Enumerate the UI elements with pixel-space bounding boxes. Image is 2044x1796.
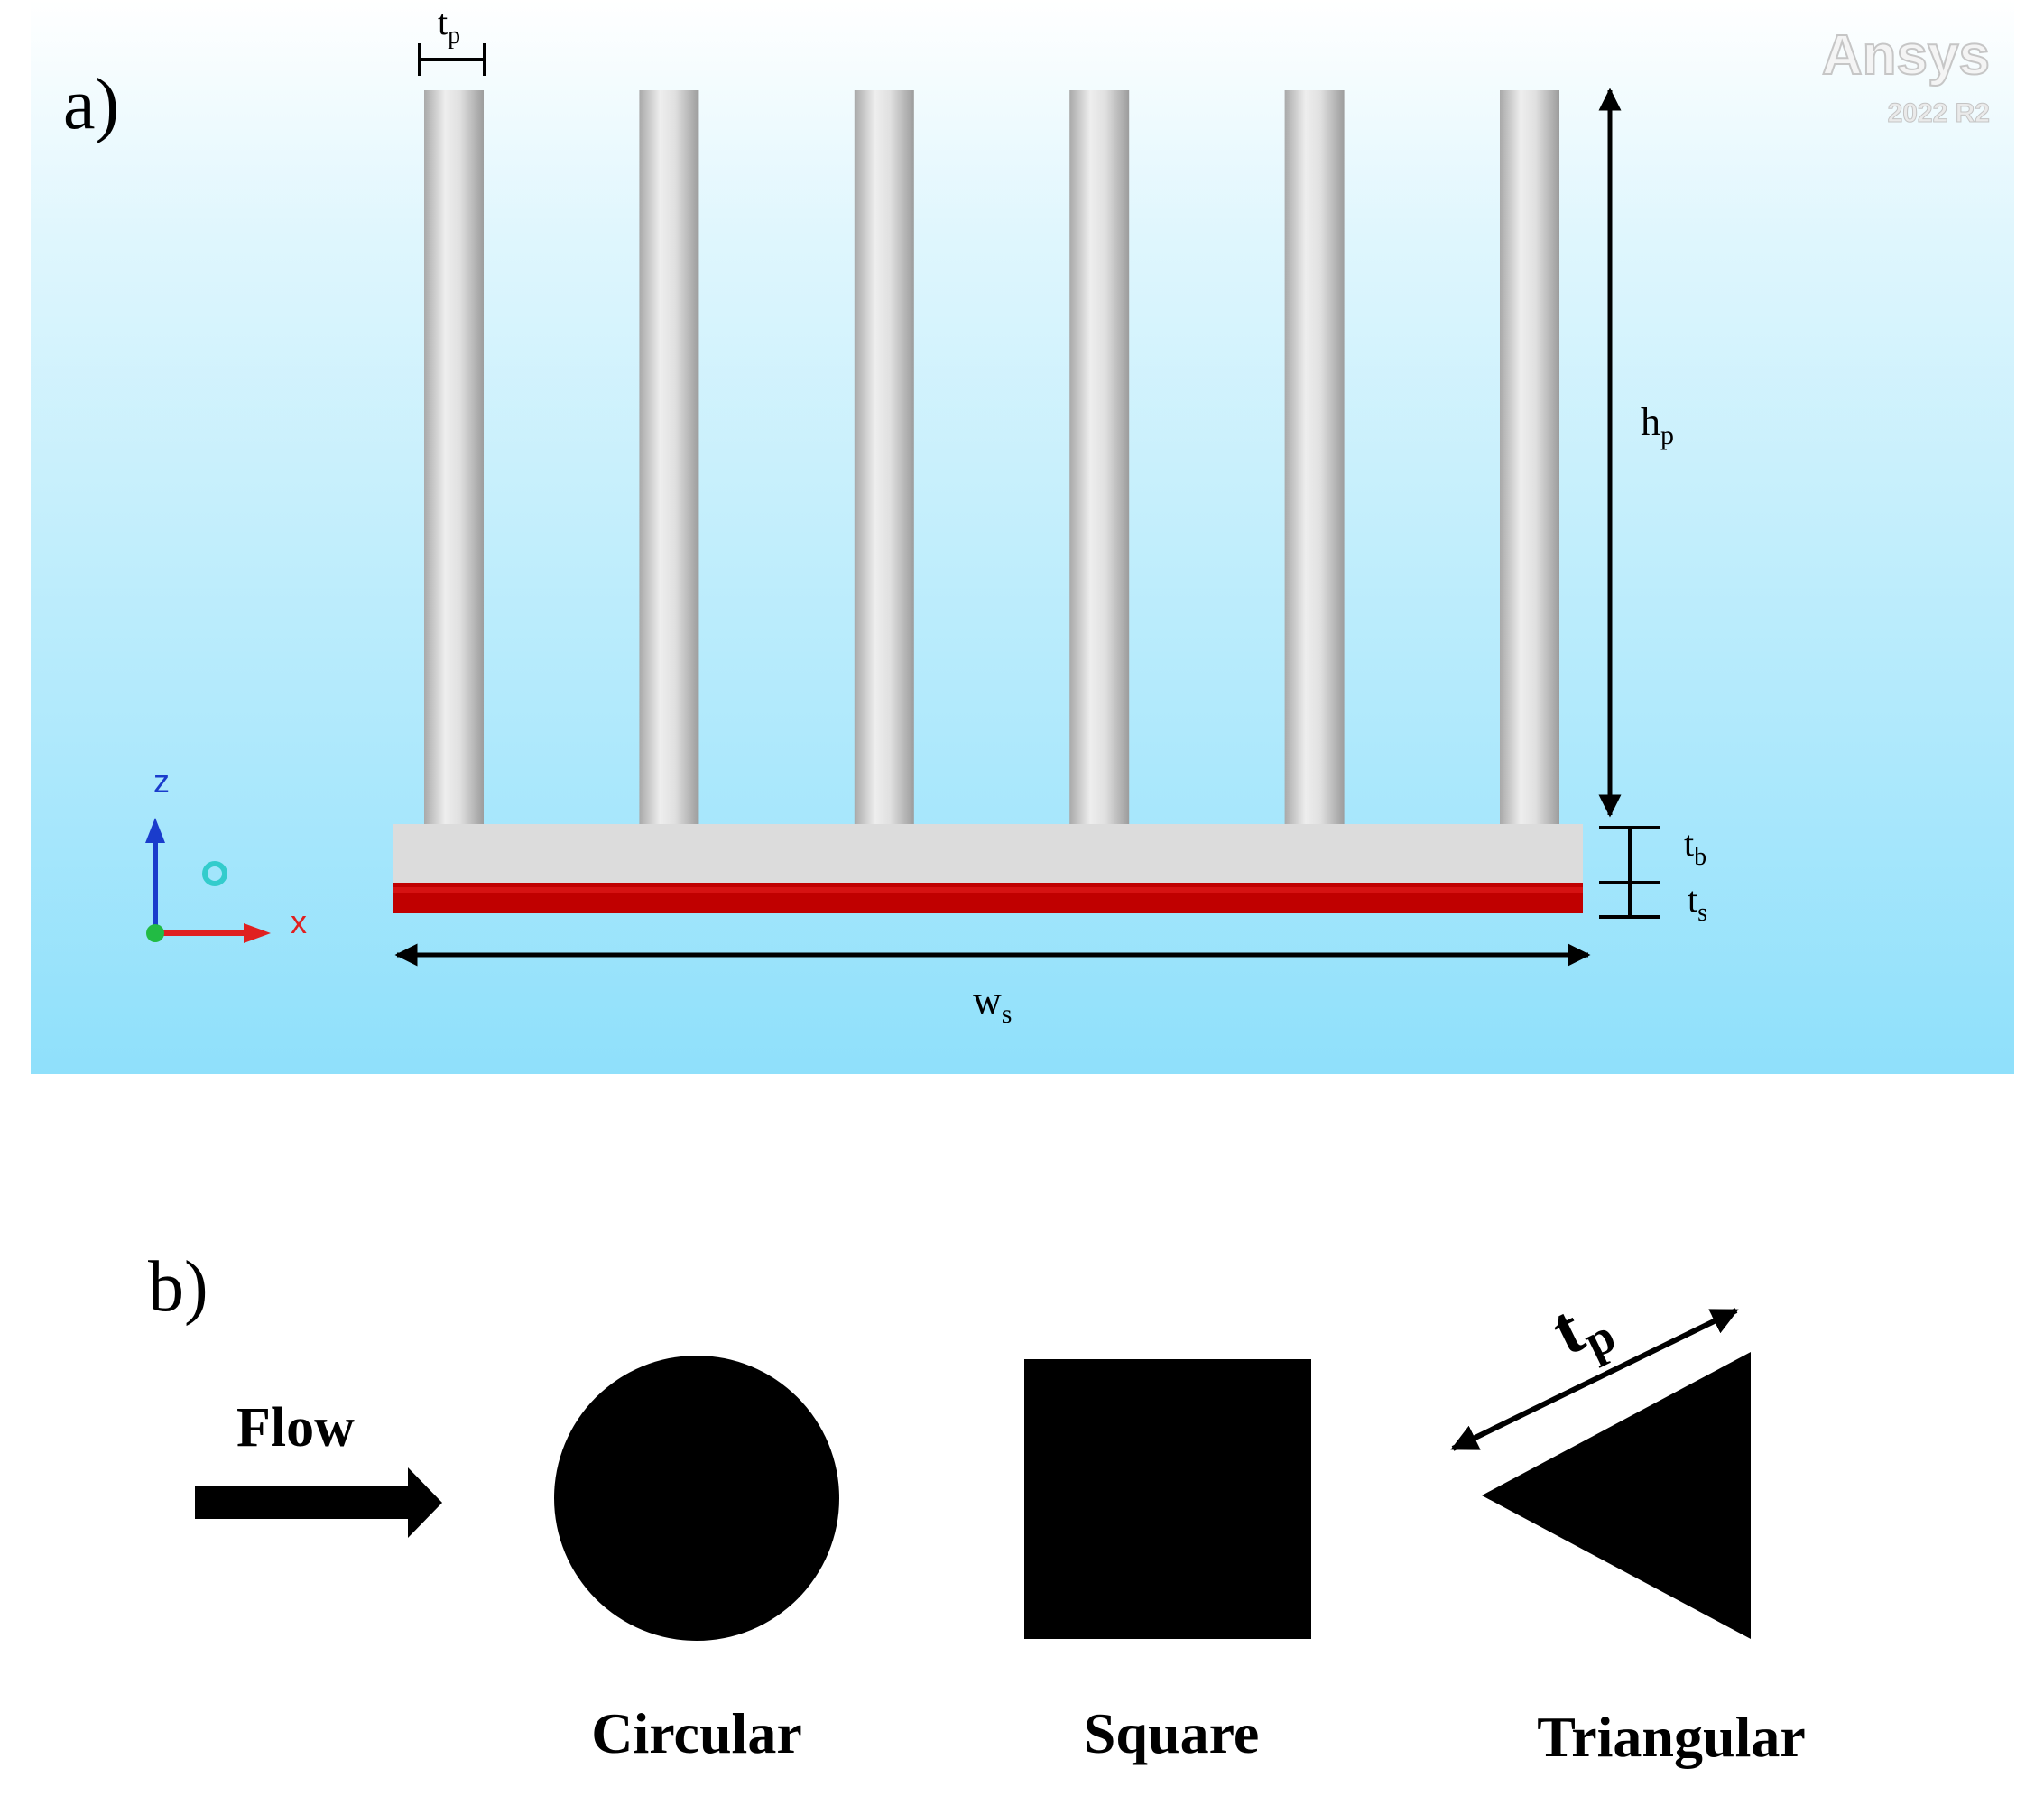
pin-fin: [1500, 90, 1559, 824]
base-plate: [393, 824, 1583, 883]
circular-pin-shape: [554, 1356, 839, 1641]
pin-fins: [424, 90, 1559, 824]
sink-width-label: ws: [973, 978, 1012, 1029]
pin-fin: [854, 90, 914, 824]
triangular-label: Triangular: [1537, 1705, 1806, 1769]
pin-thickness-label: tp: [438, 2, 460, 50]
flow-arrow: [195, 1467, 442, 1538]
origin-dot: [146, 924, 164, 942]
flow-label: Flow: [236, 1397, 355, 1458]
x-axis-arrowhead: [244, 923, 271, 943]
panel-b-label: b): [148, 1247, 208, 1327]
heat-source-highlight: [393, 887, 1583, 893]
axis-triad: z x: [145, 763, 307, 943]
pin-height-label: hp: [1641, 400, 1674, 450]
z-axis-label: z: [153, 763, 170, 800]
y-axis-marker: [202, 861, 227, 886]
panel-a-label: a): [63, 65, 119, 144]
panel-b: b) Flow tp Circular Square Triangular: [148, 1247, 1806, 1769]
z-axis-arrowhead: [145, 818, 165, 843]
panel-a: a) Ansys 2022 R2 tp hp tb: [31, 0, 2014, 1074]
pin-fin: [1069, 90, 1130, 824]
x-axis-label: x: [291, 903, 307, 940]
triangular-pin-shape: [1482, 1352, 1751, 1639]
source-thickness-label: ts: [1688, 879, 1707, 927]
base-thickness-label: tb: [1684, 823, 1706, 871]
pin-fin: [639, 90, 699, 824]
square-label: Square: [1084, 1701, 1259, 1765]
ansys-watermark: Ansys: [1822, 24, 1990, 87]
sink-width-dimension: ws: [394, 943, 1591, 1029]
ansys-version: 2022 R2: [1888, 98, 1990, 128]
pin-thickness-dimension: tp: [418, 2, 486, 76]
triangle-side-label: tp: [1540, 1277, 1623, 1379]
circular-label: Circular: [591, 1701, 801, 1765]
pin-height-dimension: hp: [1598, 88, 1674, 818]
base-source-dimension: tb ts: [1599, 823, 1707, 927]
pin-fin: [424, 90, 484, 824]
pin-fin: [1284, 90, 1345, 824]
square-pin-shape: [1024, 1359, 1311, 1639]
